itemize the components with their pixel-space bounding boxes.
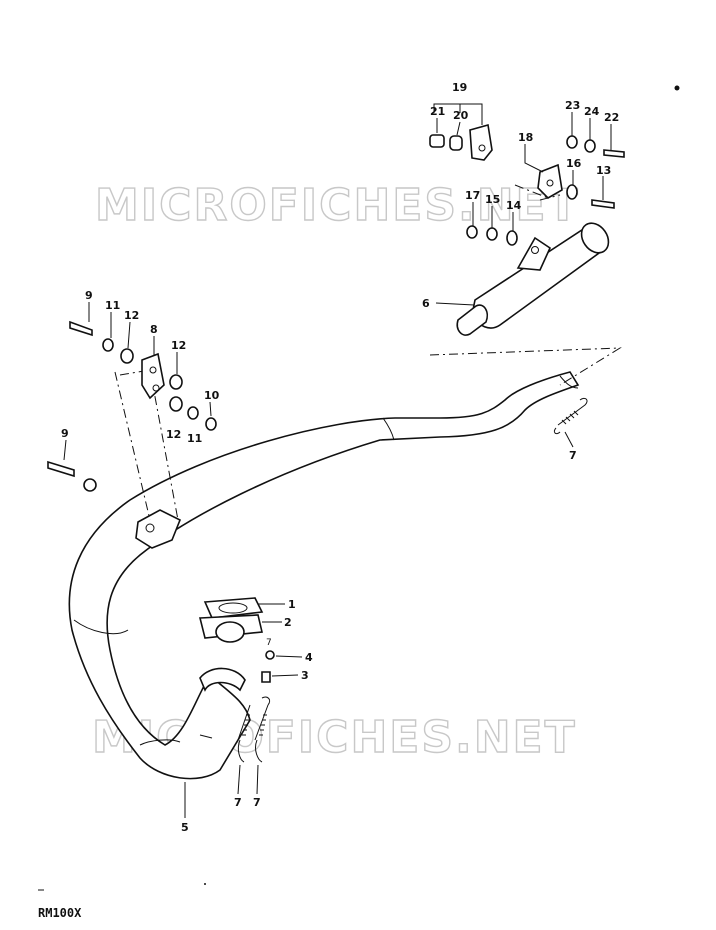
- callout-3: 3: [301, 669, 309, 682]
- callout-labels: 9 11 12 8 12 10 12 11 9 6 19 21 20 18 23…: [61, 81, 619, 834]
- callout-24: 24: [584, 105, 600, 118]
- part-10-nut: [205, 417, 217, 431]
- pipe-bend-seam: [139, 739, 181, 746]
- callout-7-rear: 7: [569, 449, 577, 462]
- part-washer-lower: [83, 478, 97, 492]
- part-18-hole: [546, 179, 554, 187]
- callout-21: 21: [430, 105, 445, 118]
- silencer-tab-hole: [531, 246, 539, 254]
- part-12-washer-lower: [169, 396, 183, 412]
- pipe-spring-hook: [199, 734, 213, 739]
- spring-left: [237, 704, 251, 763]
- expansion-chamber-pipe: [68, 371, 580, 780]
- part-4-nut: [265, 650, 275, 660]
- callout-12-mid: 12: [171, 339, 186, 352]
- part-11-nut-upper: [102, 338, 114, 352]
- pipe-mount-bracket: [135, 509, 182, 549]
- spring-rear: [553, 397, 588, 435]
- callout-23: 23: [565, 99, 580, 112]
- bracket-hole: [145, 523, 155, 533]
- silencer-outlet-pipe: [456, 304, 489, 336]
- silencer: [456, 222, 610, 336]
- part-8-hole-b: [152, 384, 160, 392]
- callout-18: 18: [518, 131, 533, 144]
- callout-8: 8: [150, 323, 158, 336]
- part-9-bolt-upper: [69, 320, 93, 337]
- callout-12-lower: 12: [166, 428, 181, 441]
- callout-9-lower: 9: [61, 427, 69, 440]
- callout-14: 14: [506, 199, 522, 212]
- callout-6: 6: [422, 297, 430, 310]
- part-1-gasket-hole: [218, 602, 248, 614]
- part-18-bracket: [537, 163, 563, 199]
- callout-4: 4: [305, 651, 313, 664]
- callout-13: 13: [596, 164, 611, 177]
- part-2-flange-collar: [215, 621, 245, 643]
- spring-right-coils: [259, 714, 267, 736]
- leader-lines: [63, 103, 612, 818]
- assembly-line-mount-2: [114, 371, 151, 521]
- pipe-inlet-flange: [199, 667, 246, 692]
- part-23-washer: [566, 135, 578, 149]
- springs: [237, 397, 588, 763]
- callout-9-upper: 9: [85, 289, 93, 302]
- callout-20: 20: [453, 109, 469, 122]
- callout-10: 10: [204, 389, 220, 402]
- callout-19: 19: [452, 81, 467, 94]
- speck: [674, 85, 680, 91]
- front-mount-hardware: [47, 320, 217, 492]
- spring-rear-coils: [561, 410, 579, 425]
- model-code: RM100X: [38, 906, 82, 920]
- callout-7-right: 7: [253, 796, 261, 809]
- part-1-gasket: [203, 597, 264, 619]
- callout-1: 1: [288, 598, 296, 611]
- part-17-nut: [466, 225, 478, 239]
- part-12-washer-mid: [169, 374, 183, 390]
- callout-2: 2: [284, 616, 292, 629]
- part-9-bolt-lower: [47, 460, 75, 478]
- part-20-cushion: [449, 135, 463, 151]
- part-8-hole-a: [149, 366, 157, 374]
- part-13-bolt: [591, 199, 615, 209]
- part-3-stud: [261, 671, 271, 683]
- spring-left-coils: [242, 714, 250, 736]
- part-14-washer: [506, 230, 518, 246]
- pipe-outlet-ring: [559, 375, 579, 389]
- silencer-mount-tab: [516, 236, 552, 271]
- part-22-bolt: [603, 149, 625, 158]
- part-24-nut: [584, 139, 596, 153]
- part-21-collar: [429, 134, 445, 148]
- callout-5: 5: [181, 821, 189, 834]
- callout-12-upper: 12: [124, 309, 139, 322]
- pipe-weld-seam-upper: [382, 417, 395, 441]
- part-19-hole: [478, 144, 486, 152]
- silencer-end-cap: [580, 222, 610, 254]
- callout-7-small: 7: [266, 638, 272, 648]
- callout-22: 22: [604, 111, 619, 124]
- callout-11-lower: 11: [187, 432, 202, 445]
- callout-7-left: 7: [234, 796, 242, 809]
- pipe-weld-seam-lower: [73, 619, 129, 635]
- callout-15: 15: [485, 193, 500, 206]
- assembly-line-silencer: [429, 347, 622, 386]
- part-19-bracket: [469, 123, 493, 161]
- pipe-body: [68, 371, 580, 780]
- part-16-washer: [566, 184, 578, 200]
- part-15-nut: [486, 227, 498, 241]
- part-12-washer-upper: [120, 348, 134, 364]
- inlet-hardware: [198, 597, 275, 683]
- assembly-line-bracket: [514, 184, 561, 201]
- part-8-bracket: [141, 352, 165, 400]
- rear-mount-hardware: [429, 123, 625, 246]
- speck: [204, 883, 206, 885]
- watermark-top: MICROFICHES.NET: [95, 180, 580, 231]
- callout-16: 16: [566, 157, 582, 170]
- part-11-nut-lower: [187, 406, 199, 420]
- callout-17: 17: [465, 189, 480, 202]
- spring-right: [254, 696, 271, 763]
- callout-11-upper: 11: [105, 299, 120, 312]
